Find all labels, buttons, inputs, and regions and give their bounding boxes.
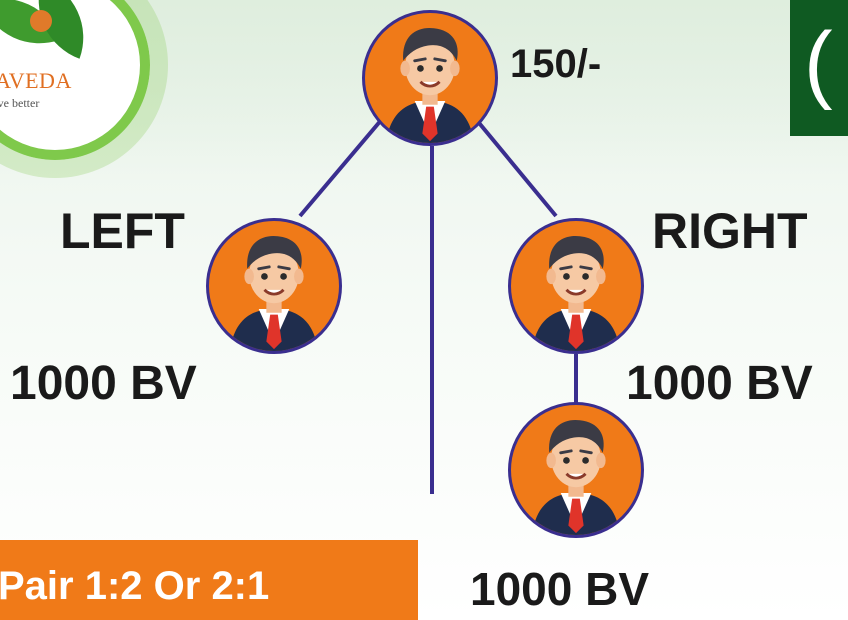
pair-ratio-banner bbox=[0, 540, 418, 620]
left-side-label: LEFT bbox=[60, 203, 185, 259]
top-node-amount: 150/- bbox=[510, 42, 602, 86]
person-avatar-icon bbox=[230, 236, 318, 351]
right-node-bv: 1000 BV bbox=[626, 357, 813, 410]
person-avatar-icon bbox=[532, 420, 620, 535]
connector-top-left bbox=[298, 110, 390, 218]
node-bottom-avatar bbox=[508, 402, 644, 538]
person-avatar-icon bbox=[386, 28, 474, 143]
connector-top-right bbox=[468, 110, 558, 218]
right-side-label: RIGHT bbox=[652, 203, 808, 259]
node-top-avatar bbox=[362, 10, 498, 146]
node-left-avatar bbox=[206, 218, 342, 354]
logo-bud-icon bbox=[30, 10, 52, 32]
node-right-avatar bbox=[508, 218, 644, 354]
pair-ratio-text: Pair 1:2 Or 2:1 bbox=[0, 564, 270, 608]
bottom-node-bv: 1000 BV bbox=[470, 563, 650, 615]
logo-tagline: ou live better bbox=[0, 96, 40, 110]
top-right-box-text: ( bbox=[804, 15, 833, 111]
logo-name: RAVEDA bbox=[0, 68, 72, 93]
left-node-bv: 1000 BV bbox=[10, 357, 197, 410]
top-right-box: ( bbox=[790, 0, 848, 136]
person-avatar-icon bbox=[532, 236, 620, 351]
